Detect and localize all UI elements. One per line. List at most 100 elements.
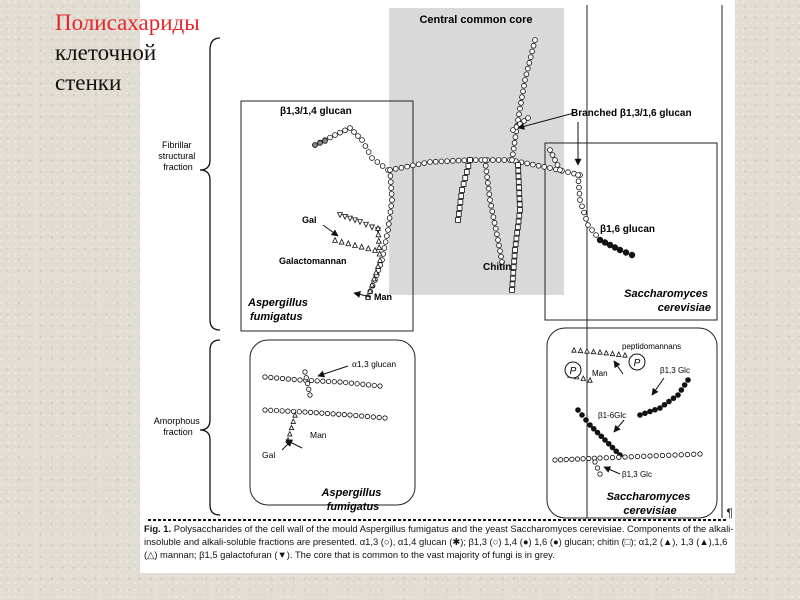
polymer-bead bbox=[398, 164, 405, 171]
polymer-bead bbox=[512, 134, 519, 140]
polymer-bead bbox=[587, 422, 593, 428]
polymer-bead bbox=[678, 387, 685, 393]
polymer-bead bbox=[615, 351, 622, 357]
label-man: Man bbox=[374, 292, 392, 302]
polymer-bead bbox=[563, 456, 569, 463]
polymer-bead bbox=[616, 246, 624, 254]
amorphous-brace bbox=[199, 339, 221, 516]
polymer-bead bbox=[597, 348, 603, 355]
polymer-bead bbox=[371, 382, 377, 389]
polymer-bead bbox=[279, 408, 285, 414]
phosphate-circle-1 bbox=[564, 361, 582, 379]
polymer-bead bbox=[365, 382, 372, 388]
polymer-bead bbox=[297, 377, 303, 383]
polymer-bead bbox=[510, 145, 517, 152]
polymer-bead bbox=[365, 149, 372, 155]
amorphous-label: Amorphous fraction bbox=[154, 416, 203, 437]
fibrillar-brace bbox=[199, 37, 221, 331]
polymer-bead bbox=[456, 205, 463, 211]
polymer-bead bbox=[336, 411, 342, 417]
polymer-bead bbox=[511, 252, 518, 259]
title-line-1: Полисахариды bbox=[55, 10, 200, 35]
label-galactomannan: Galactomannan bbox=[279, 256, 347, 266]
polymer-bead bbox=[577, 197, 583, 203]
polymer-bead bbox=[370, 414, 376, 420]
polymer-bead bbox=[336, 212, 344, 219]
polymer-bead bbox=[659, 452, 666, 459]
polymer-bead bbox=[302, 369, 308, 375]
species-aspergillus-amorphous: Aspergillus fumigatus bbox=[321, 487, 385, 513]
polymer-bead bbox=[364, 413, 371, 420]
polymer-bead bbox=[376, 256, 384, 263]
polymer-bead bbox=[596, 236, 604, 244]
polymer-bead bbox=[678, 452, 684, 458]
label-branched-glucan: Branched β1,3/1,6 glucan bbox=[571, 108, 692, 119]
arrow-branched-glucan bbox=[517, 112, 575, 130]
polymer-bead bbox=[609, 444, 616, 451]
arrow-b16glc bbox=[613, 419, 625, 433]
polymer-bead bbox=[490, 157, 496, 163]
polymer-bead bbox=[485, 185, 492, 192]
polymer-bead bbox=[485, 180, 491, 186]
polymer-bead bbox=[497, 248, 503, 254]
label-b13-14-glucan: β1,3/1,4 glucan bbox=[280, 106, 352, 117]
polymer-bead bbox=[515, 218, 522, 225]
polymer-bead bbox=[327, 134, 333, 141]
polymer-bead bbox=[369, 155, 375, 161]
arrow-gal2 bbox=[281, 439, 293, 451]
polymer-bead bbox=[584, 347, 590, 354]
polymer-bead bbox=[285, 408, 291, 414]
polymer-bead bbox=[268, 374, 274, 381]
polymer-bead bbox=[628, 251, 636, 259]
polymer-bead bbox=[455, 157, 462, 164]
polymer-bead bbox=[628, 454, 634, 460]
polymer-bead bbox=[346, 215, 354, 222]
polymer-bead bbox=[557, 167, 563, 173]
polymer-bead bbox=[374, 159, 381, 165]
polymer-bead bbox=[681, 382, 688, 388]
polymer-bead bbox=[516, 195, 523, 202]
polymer-bead bbox=[510, 275, 516, 282]
polymer-bead bbox=[347, 125, 353, 131]
polymer-bead bbox=[523, 71, 530, 78]
polymer-bead bbox=[356, 219, 364, 226]
polymer-bead bbox=[348, 380, 355, 386]
polymer-bead bbox=[583, 417, 589, 423]
polymer-bead bbox=[330, 411, 336, 417]
polymer-bead bbox=[641, 453, 647, 459]
polymer-bead bbox=[499, 259, 505, 265]
arrow-man bbox=[353, 291, 372, 298]
polymer-bead bbox=[387, 173, 394, 179]
polymer-bead bbox=[661, 401, 668, 408]
polymer-bead bbox=[509, 157, 515, 163]
polymer-bead bbox=[579, 203, 585, 210]
polymer-bead bbox=[512, 247, 518, 253]
polymer-bead bbox=[541, 164, 548, 170]
polymer-bead bbox=[594, 465, 601, 471]
polymer-bead bbox=[404, 163, 410, 170]
polymer-bead bbox=[421, 160, 428, 166]
polymer-bead bbox=[351, 217, 359, 224]
slide-title: Полисахариды клеточной стенки bbox=[55, 8, 245, 98]
polymer-bead bbox=[594, 429, 601, 436]
figure-caption: Fig. 1. Polysaccharides of the cell wall… bbox=[144, 522, 734, 561]
polymer-bead bbox=[517, 207, 523, 213]
polymer-bead bbox=[622, 249, 630, 256]
central-core-region bbox=[389, 8, 564, 295]
polymer-chains bbox=[262, 37, 703, 477]
polymer-bead bbox=[288, 424, 295, 431]
polymer-bead bbox=[384, 233, 390, 239]
saccharomyces-amorphous-box bbox=[546, 327, 718, 519]
polymer-bead bbox=[463, 169, 470, 175]
arrow-man3 bbox=[613, 360, 624, 375]
polymer-bead bbox=[516, 190, 523, 196]
polymer-bead bbox=[509, 287, 515, 293]
title-line-2: клеточной bbox=[55, 40, 157, 65]
polymer-bead bbox=[637, 412, 643, 418]
polymer-bead bbox=[496, 242, 502, 249]
polymer-bead bbox=[520, 88, 526, 95]
polymer-bead bbox=[341, 412, 347, 418]
polymer-bead bbox=[432, 158, 439, 165]
polymer-bead bbox=[529, 48, 535, 55]
polymer-bead bbox=[376, 250, 383, 257]
